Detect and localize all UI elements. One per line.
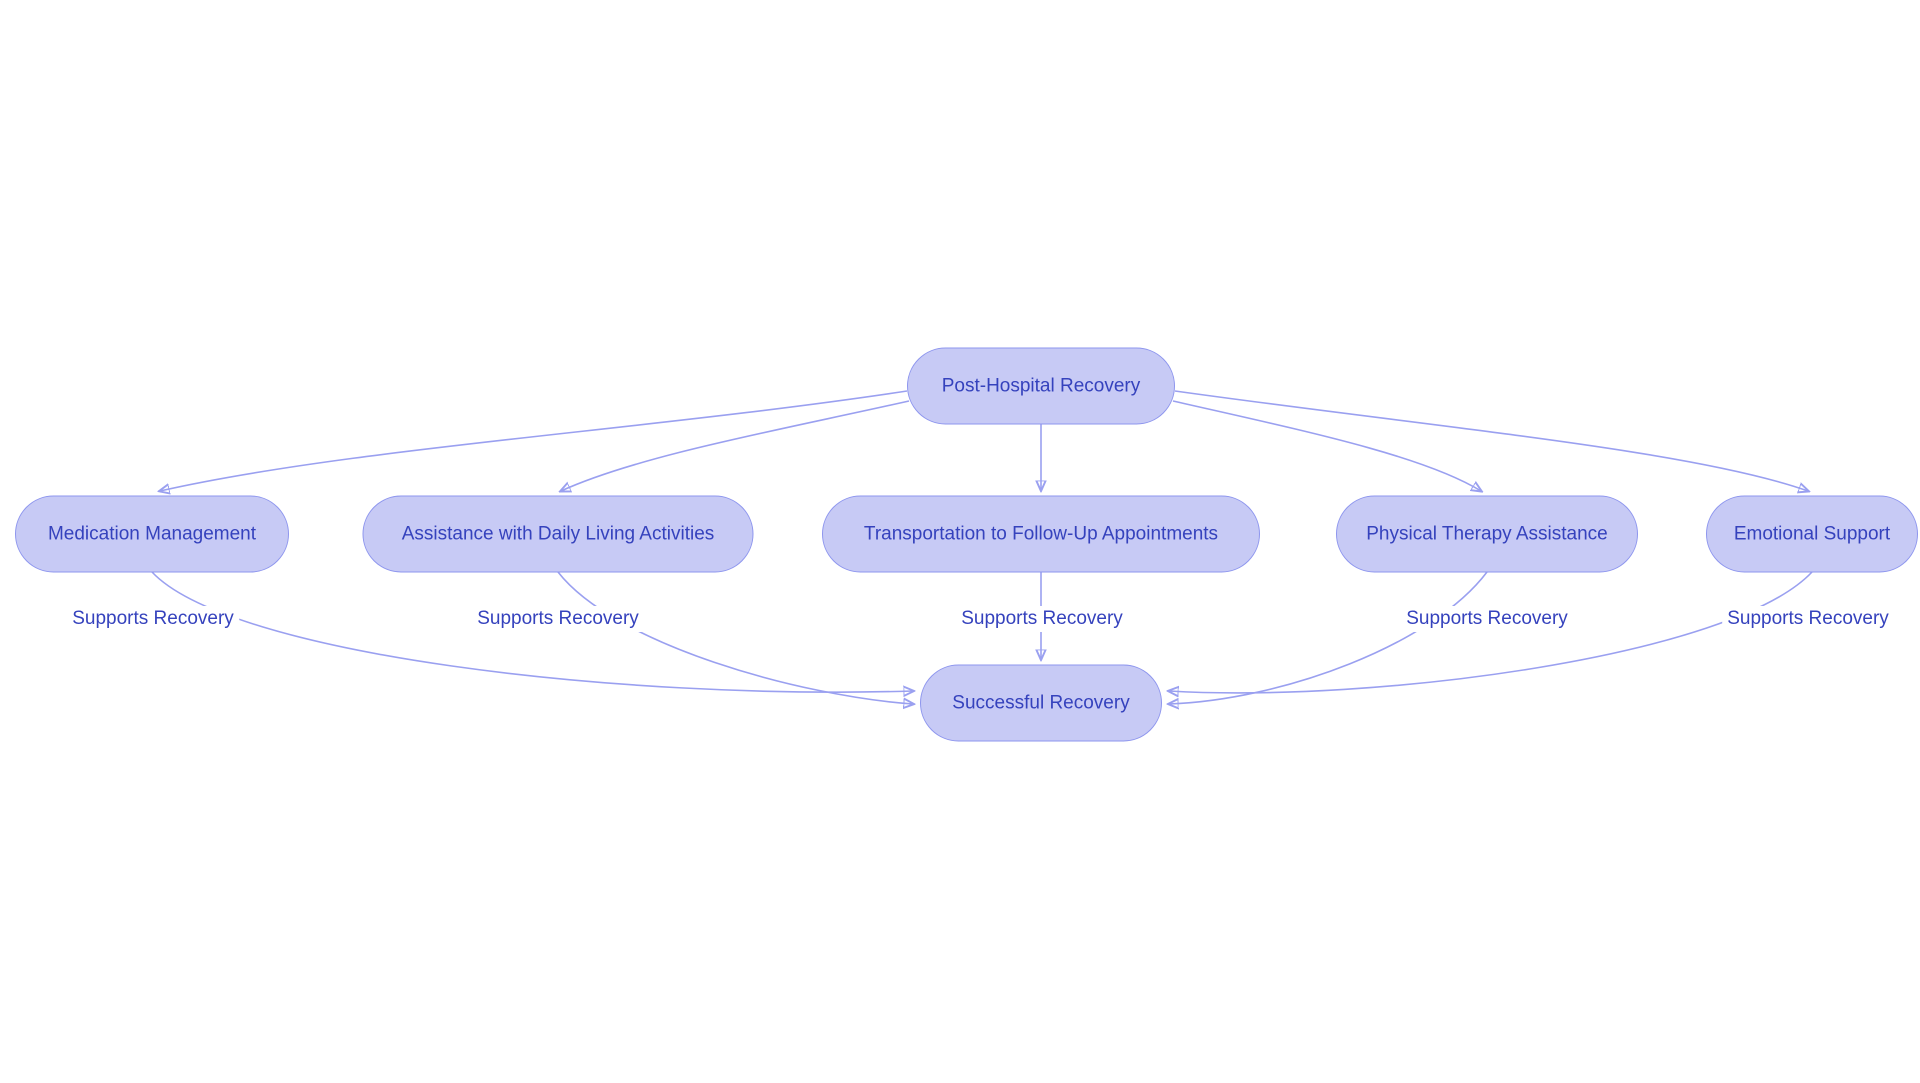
edge-label-supports-recovery-1: Supports Recovery [67,606,239,632]
node-successful-recovery: Successful Recovery [920,664,1162,742]
edge-daily-living-to-success [557,571,913,704]
edge-root-to-daily-living [561,400,910,491]
node-medication-management: Medication Management [15,495,289,573]
edge-label-supports-recovery-3: Supports Recovery [956,606,1128,632]
edge-root-to-emotional [1174,390,1808,491]
node-daily-living-activities: Assistance with Daily Living Activities [362,495,754,573]
edge-label-supports-recovery-4: Supports Recovery [1401,606,1573,632]
edge-root-to-physical-therapy [1172,400,1481,491]
node-emotional-support: Emotional Support [1706,495,1918,573]
edge-physical-therapy-to-success [1169,571,1488,704]
edge-label-supports-recovery-5: Supports Recovery [1722,606,1894,632]
node-physical-therapy-assistance: Physical Therapy Assistance [1336,495,1638,573]
node-post-hospital-recovery: Post-Hospital Recovery [907,347,1175,425]
edge-root-to-medication [160,390,908,491]
edge-label-supports-recovery-2: Supports Recovery [472,606,644,632]
node-transportation-followup: Transportation to Follow-Up Appointments [822,495,1260,573]
edge-emotional-to-success [1169,571,1813,693]
edge-medication-to-success [151,571,913,692]
